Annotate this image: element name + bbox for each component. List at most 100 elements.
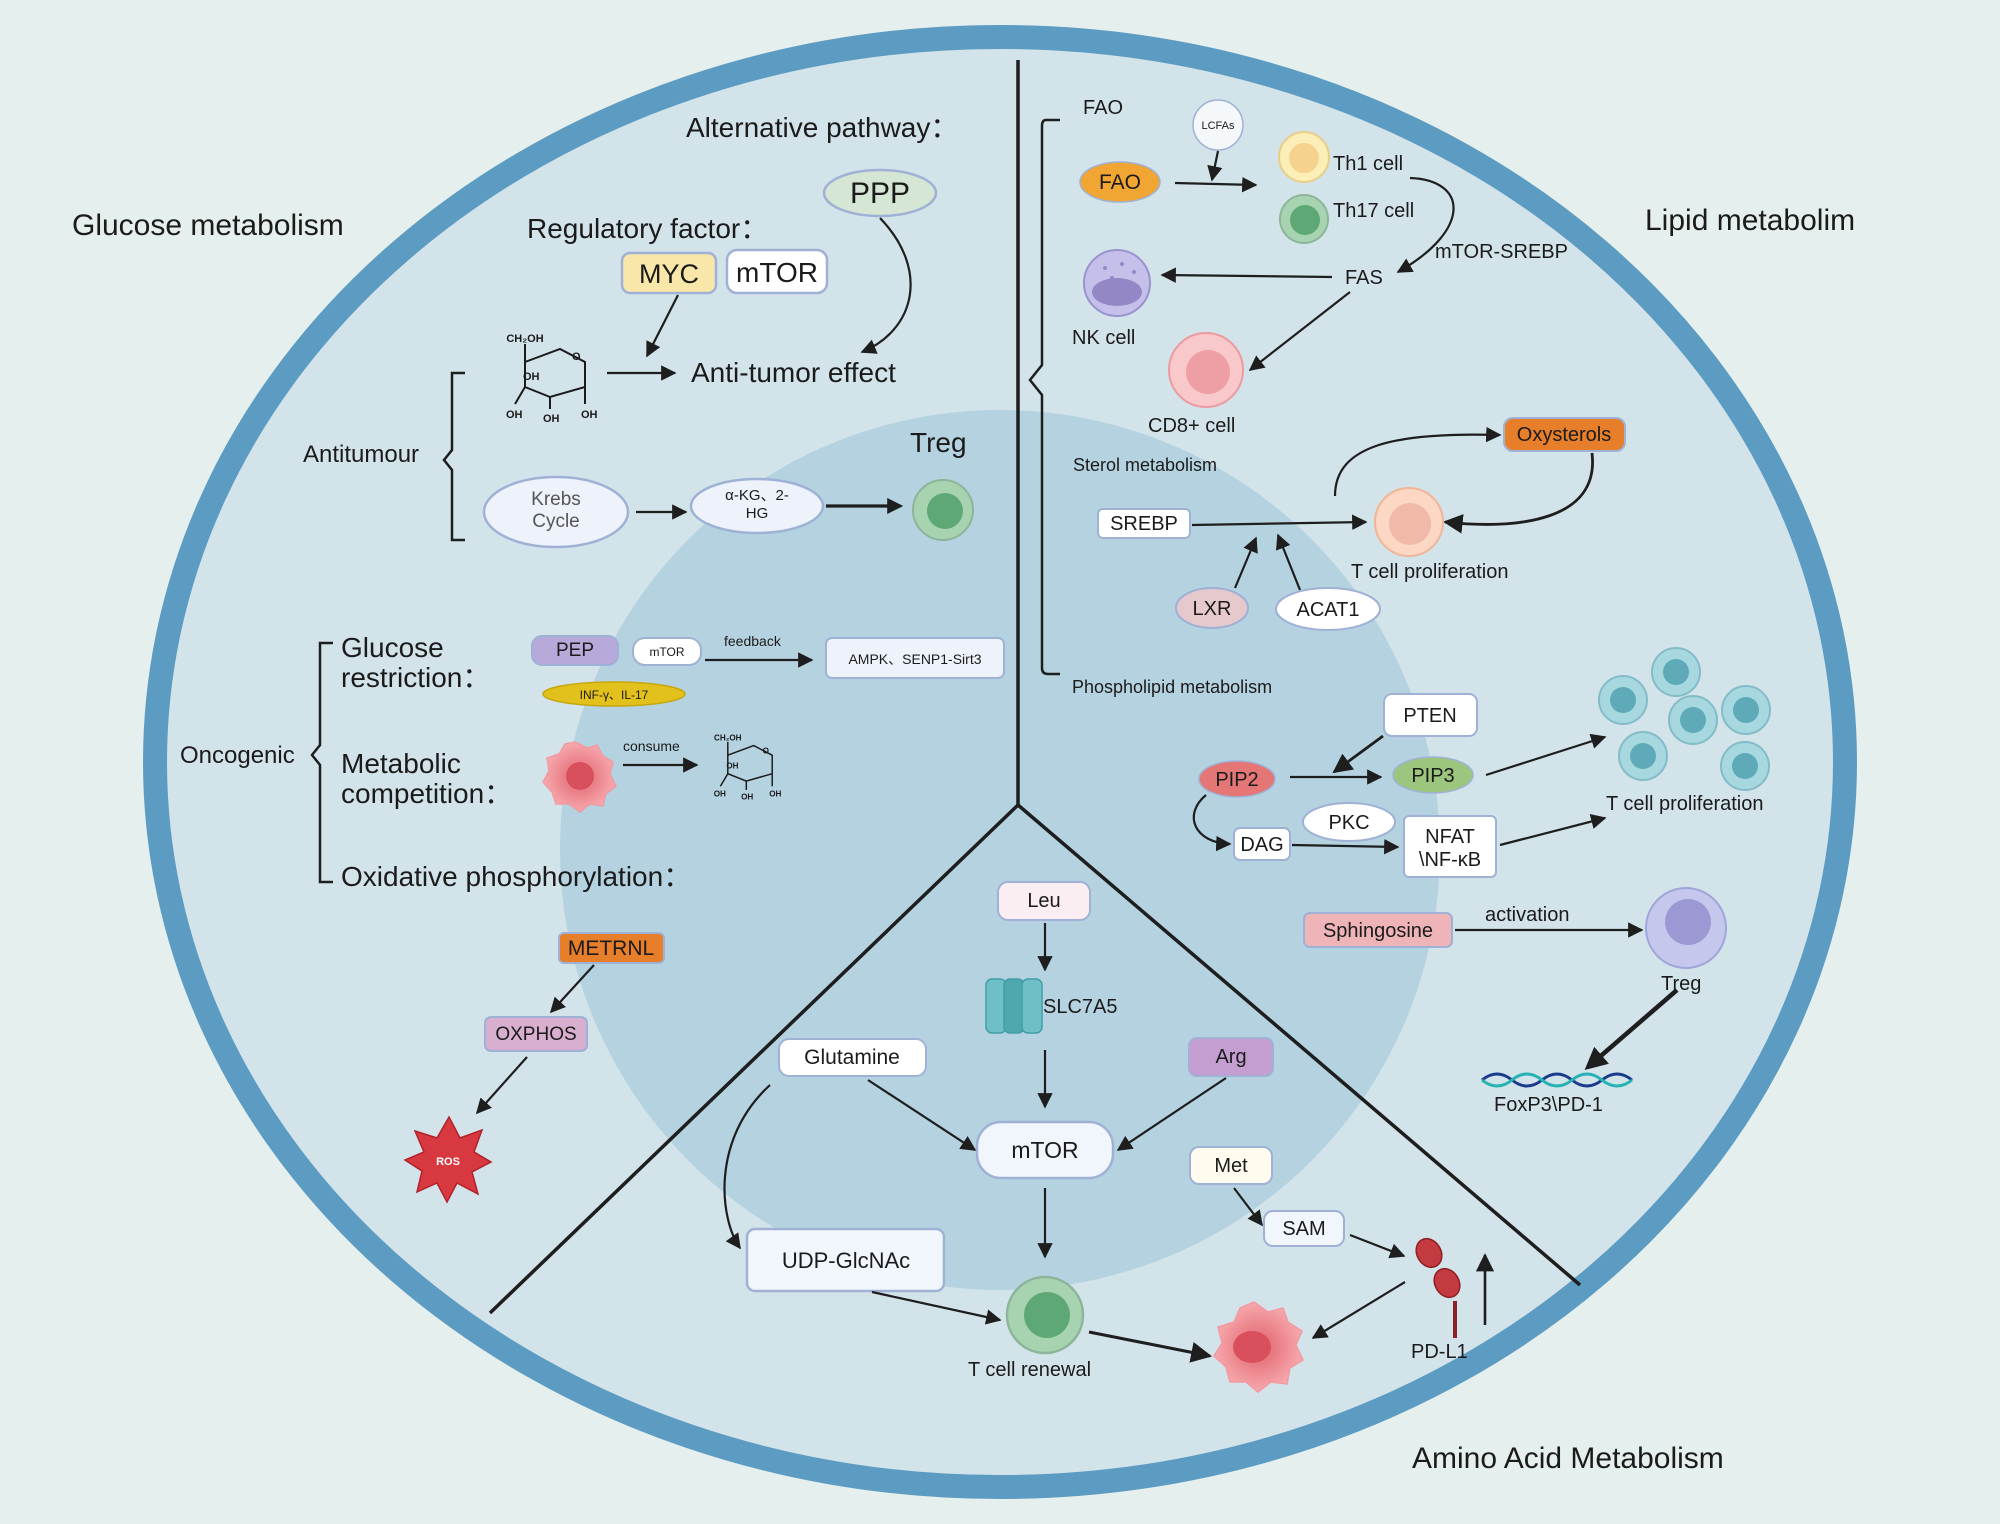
feedback-label: feedback — [724, 633, 782, 649]
pip2-node — [1198, 760, 1276, 798]
slc7a5-transporter-icon — [985, 978, 1043, 1034]
ampk-label: AMPK、SENP1-Sirt3 — [848, 651, 981, 667]
oxysterols-node — [1503, 417, 1626, 452]
fao-node — [1079, 161, 1161, 203]
tcell-proliferation-label-2: T cell proliferation — [1606, 793, 1763, 815]
ppp-node — [822, 168, 938, 218]
fao-label: FAO — [1099, 171, 1141, 194]
th17-cell-icon — [1279, 194, 1329, 244]
antitumour-label: Antitumour — [303, 441, 419, 468]
metabolic-competition-label-1: Metabolic — [341, 748, 461, 779]
pep-node — [531, 635, 619, 666]
srebp-label: SREBP — [1110, 513, 1178, 535]
pdl1-label: PD-L1 — [1411, 1341, 1468, 1363]
sam-label: SAM — [1282, 1218, 1325, 1240]
arg-node — [1188, 1037, 1274, 1077]
myc-label: MYC — [639, 259, 699, 289]
oxysterols-label: Oxysterols — [1517, 424, 1611, 446]
pdl1-receptor-icon — [1415, 1237, 1461, 1338]
svg-text:OH: OH — [543, 413, 560, 425]
oxphos-node — [484, 1016, 588, 1052]
mtor-amino-label: mTOR — [1011, 1137, 1078, 1163]
glutamine-node — [778, 1038, 927, 1077]
tcell-prolif-cell-icon — [1374, 487, 1444, 557]
tcell-renewal-cell-icon — [1005, 1275, 1085, 1355]
pkc-label: PKC — [1328, 812, 1369, 834]
leu-node — [997, 881, 1091, 921]
cd8-cell-icon — [1168, 332, 1244, 408]
inf-node — [542, 681, 686, 707]
lxr-label: LXR — [1193, 598, 1232, 620]
th1-cell-icon — [1278, 131, 1330, 183]
svg-text:CH₂OH: CH₂OH — [714, 733, 742, 742]
udp-glcnac-label: UDP-GlcNAc — [782, 1248, 910, 1273]
nfat-label-2: \NF-κB — [1419, 849, 1481, 871]
oncogenic-bracket — [310, 641, 333, 884]
nk-label: NK cell — [1072, 327, 1135, 349]
alt-pathway-label: Alternative pathway： — [686, 112, 958, 143]
krebs-label-2: Cycle — [532, 511, 580, 532]
tcell-proliferation-label-1: T cell proliferation — [1351, 561, 1508, 583]
consume-label: consume — [623, 738, 680, 754]
acat1-node — [1275, 587, 1381, 631]
tcell-cluster-icon — [1598, 647, 1771, 791]
glucose-restriction-label-1: Glucose — [341, 632, 444, 663]
udp-glcnac-node — [745, 1227, 946, 1293]
treg-cell-icon — [912, 479, 974, 541]
sphingosine-node — [1303, 912, 1453, 948]
mtor-srebp-label: mTOR-SREBP — [1435, 241, 1568, 263]
akg-label-1: α-KG、2- — [725, 487, 789, 504]
pip3-label: PIP3 — [1411, 765, 1454, 787]
lcfas-label: LCFAs — [1201, 120, 1235, 132]
glucose-section: Alternative pathway： PPP Regulatory fact… — [180, 112, 1005, 1204]
svg-text:CH₂OH: CH₂OH — [506, 333, 543, 345]
glucose-restriction-label-2: restriction： — [341, 662, 490, 693]
glucose-molecule-icon: CH₂OH O OH OH OH OH — [506, 333, 598, 425]
section-dividers — [488, 60, 1582, 1315]
slc7a5-label: SLC7A5 — [1043, 996, 1118, 1018]
oxidative-phosphorylation-label: Oxidative phosphorylation： — [341, 861, 691, 892]
metrnl-node — [558, 932, 665, 964]
mtor-label: mTOR — [736, 257, 818, 288]
treg-lipid-cell-icon — [1645, 887, 1727, 969]
inf-label: INF-γ、IL-17 — [580, 688, 649, 702]
anti-tumor-effect-label: Anti-tumor effect — [691, 357, 896, 388]
arg-label: Arg — [1215, 1046, 1246, 1068]
nfat-node — [1403, 815, 1497, 878]
section-title-glucose: Glucose metabolism — [72, 209, 344, 242]
krebs-label-1: Krebs — [531, 489, 581, 510]
section-title-amino: Amino Acid Metabolism — [1412, 1442, 1724, 1475]
akg-node — [689, 477, 825, 535]
metrnl-label: METRNL — [568, 937, 654, 960]
ampk-node — [825, 637, 1005, 679]
oncogenic-label: Oncogenic — [180, 742, 295, 769]
cd8-label: CD8+ cell — [1148, 415, 1235, 437]
foxp3-label: FoxP3\PD-1 — [1494, 1094, 1603, 1116]
phospholipid-metabolism-label: Phospholipid metabolism — [1072, 677, 1272, 697]
met-label: Met — [1214, 1155, 1248, 1177]
regulatory-factor-label: Regulatory factor： — [527, 213, 768, 244]
mtor-small-node — [632, 637, 702, 666]
treg-lipid-label: Treg — [1661, 973, 1701, 995]
metabolic-competition-label-2: competition： — [341, 778, 512, 809]
glucose-molecule-small-icon: CH₂OH O OH OH OH OH — [714, 733, 782, 801]
lcfas-node — [1192, 99, 1244, 151]
met-node — [1189, 1146, 1273, 1185]
srebp-node — [1097, 508, 1191, 539]
acat1-label: ACAT1 — [1297, 599, 1360, 621]
tcell-renewal-label: T cell renewal — [968, 1359, 1091, 1381]
pip3-node — [1392, 756, 1474, 794]
svg-text:OH: OH — [714, 790, 726, 799]
ros-burst-icon: ROS — [403, 1115, 493, 1204]
nk-cell-icon — [1083, 249, 1151, 317]
pep-label: PEP — [556, 640, 594, 661]
krebs-cycle-node — [482, 475, 630, 549]
lxr-node — [1175, 587, 1249, 629]
svg-text:OH: OH — [506, 409, 523, 421]
mtor-amino-node — [975, 1120, 1115, 1180]
fao-header-label: FAO — [1083, 97, 1123, 119]
mtor-node — [725, 248, 829, 295]
tumor-cell-icon — [542, 741, 617, 813]
svg-text:OH: OH — [581, 409, 598, 421]
